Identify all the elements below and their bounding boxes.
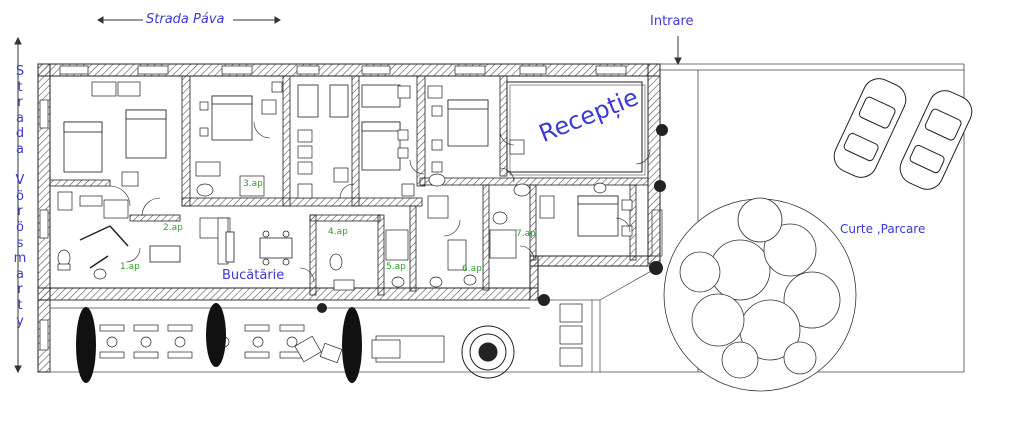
windows	[39, 65, 627, 351]
street-label-left-char: m	[13, 251, 27, 267]
apartment-label-3: 3.ap	[243, 179, 263, 189]
street-label-left-char: y	[16, 313, 24, 329]
furniture	[57, 81, 633, 237]
exterior-walls	[37, 63, 661, 373]
dark-plants	[317, 124, 668, 313]
kitchen-label: Bucătărie	[222, 268, 285, 283]
street-label-left-char: t	[17, 297, 23, 313]
street-label-left-char: a	[16, 110, 24, 126]
terrace-trees	[76, 303, 362, 383]
street-label-left-char	[18, 158, 22, 174]
cars	[833, 78, 973, 190]
apartment-label-5: 5.ap	[386, 262, 406, 272]
street-left-arrow	[14, 36, 22, 374]
apartment-label-4: 4.ap	[328, 227, 348, 237]
street-label-top: Strada Páva	[146, 12, 225, 27]
street-label-left-char: r	[17, 204, 23, 220]
street-label-left-char: r	[17, 282, 23, 298]
street-label-left-char: t	[17, 79, 23, 95]
entry-arrow	[674, 36, 682, 66]
apartment-label-6: 6.ap	[462, 264, 482, 274]
street-label-left-char: ö	[16, 219, 24, 235]
yard-label: Curte ,Parcare	[840, 222, 926, 236]
reception-room	[506, 81, 643, 173]
street-label-left-char: d	[15, 126, 25, 142]
street-label-left-char: s	[16, 235, 24, 251]
round-shrub	[461, 325, 515, 379]
apartment-label-7: 7.ap	[516, 229, 536, 239]
angled-walls	[79, 225, 129, 269]
terrace	[49, 265, 661, 373]
street-label-left-char: V	[15, 173, 25, 189]
street-top-arrow	[97, 16, 281, 24]
apartment-label-2: 2.ap	[163, 223, 183, 233]
terrace-tables	[99, 303, 583, 367]
apartment-label-1: 1.ap	[120, 262, 140, 272]
street-label-left-char: S	[15, 64, 25, 79]
entry-label: Intrare	[650, 14, 694, 29]
street-label-left-char: ö	[16, 188, 24, 204]
doors	[109, 121, 651, 283]
beds	[63, 84, 619, 237]
street-label-left-char: a	[16, 141, 24, 157]
street-label-left-char: a	[16, 266, 24, 282]
large-tree	[663, 197, 857, 392]
kitchen-table	[149, 230, 293, 266]
street-label-left-char: r	[17, 95, 23, 111]
bathroom-fixtures	[57, 161, 607, 291]
